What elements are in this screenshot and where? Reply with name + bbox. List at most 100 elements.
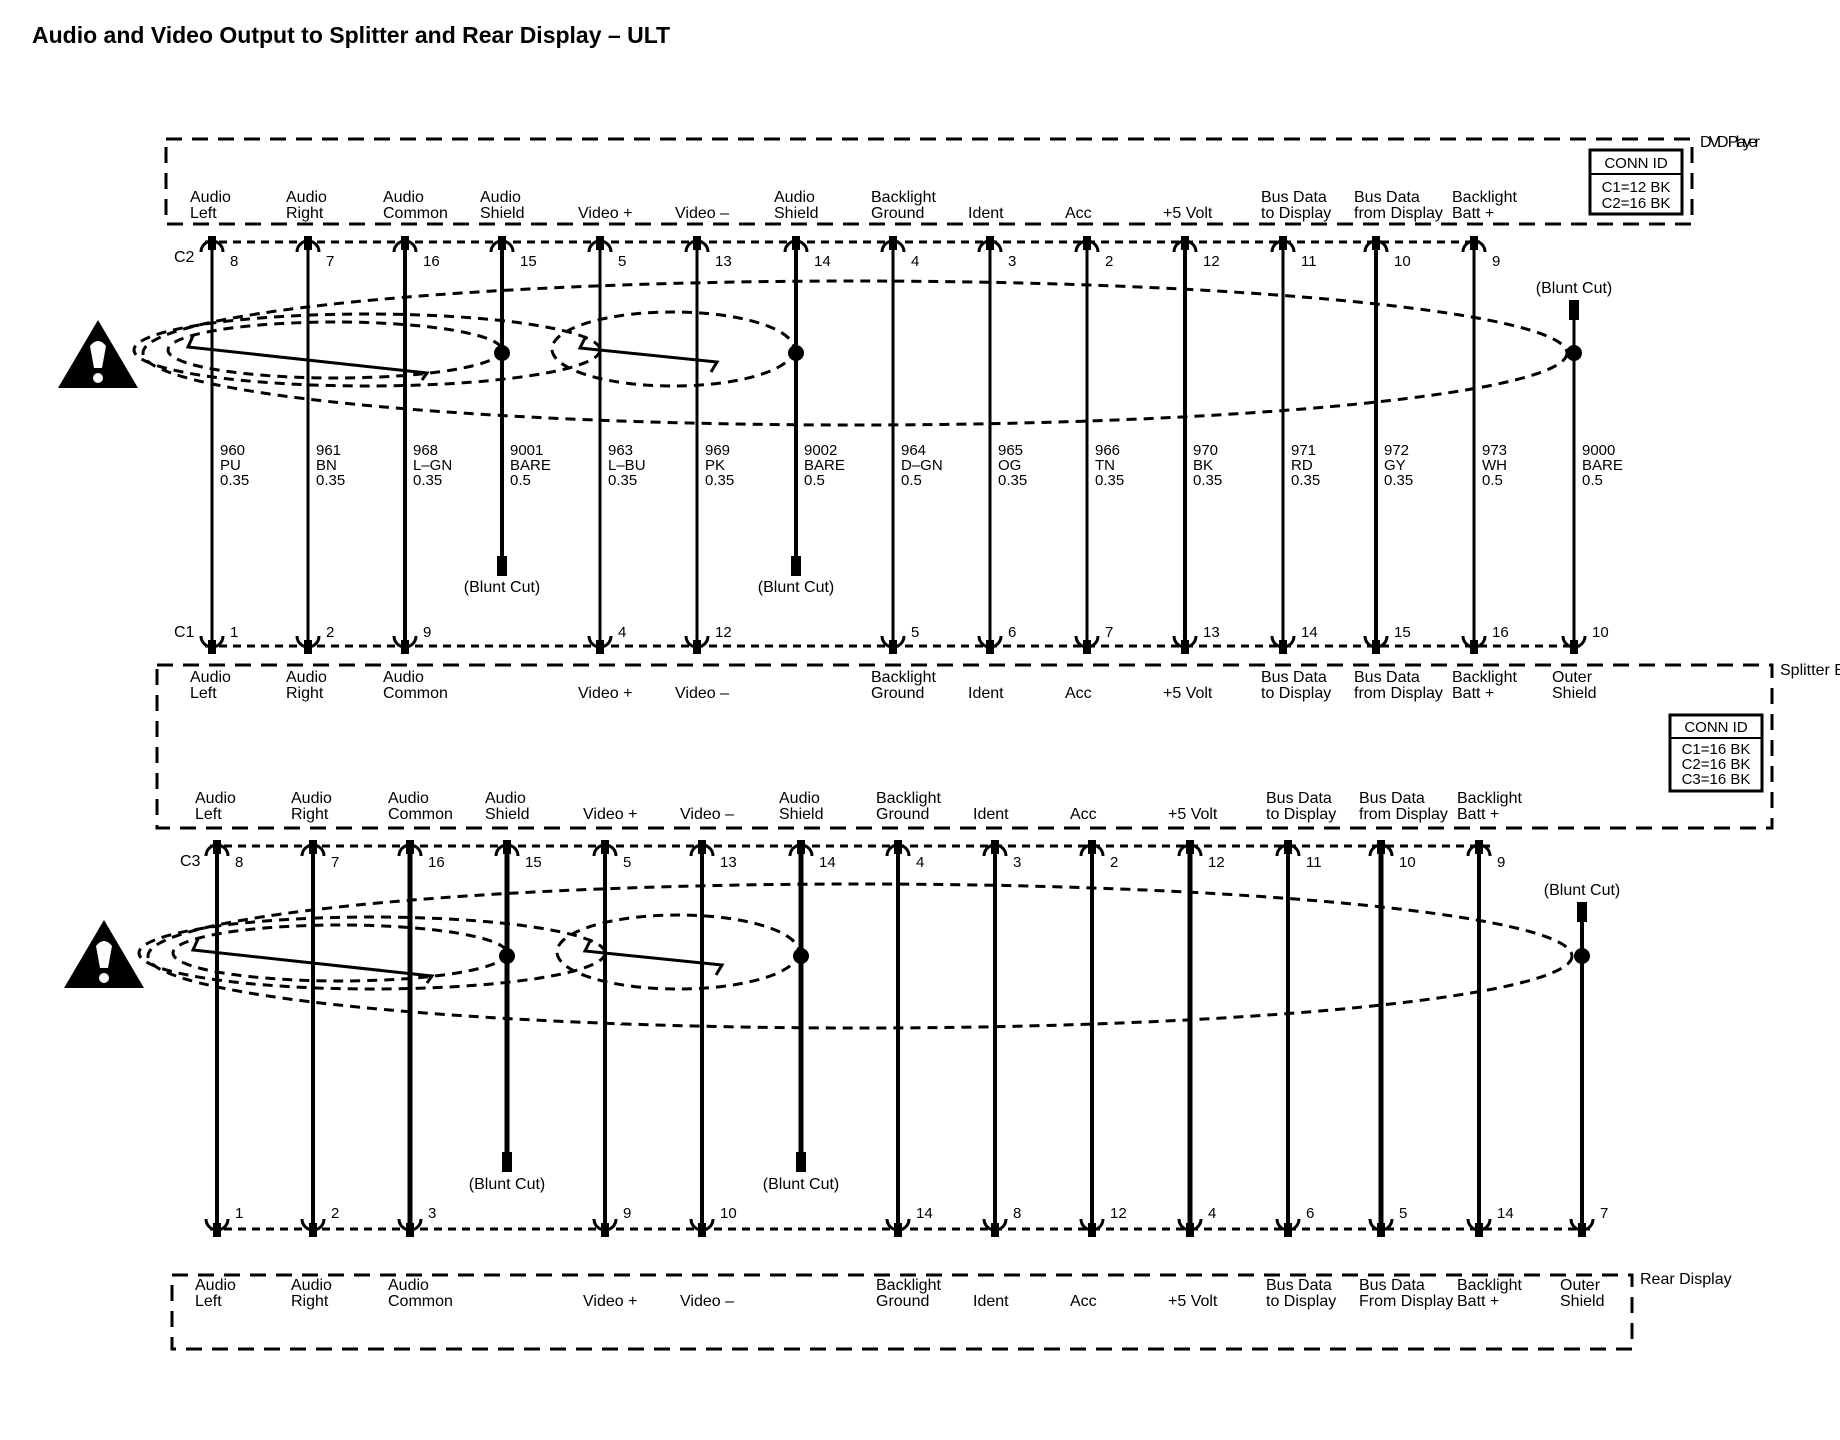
rear-display-pin-label: Acc [1070,1293,1097,1310]
splitter-c3-label: Ground [876,806,929,823]
splitter-c1-label: Backlight [1452,669,1517,686]
rear-display-pin-label: Bus Data [1266,1277,1332,1294]
c3-pin-number: 5 [623,854,631,871]
splitter-conn-id-line: C1=16 BK [1682,741,1751,758]
splitter-c3-label: Ident [973,806,1009,823]
c2-pin-number: 15 [520,253,537,270]
dvd-pin-label: Video – [675,205,729,222]
wire-color: BK [1193,457,1213,474]
c2-pin-number: 10 [1394,253,1411,270]
splice-dot [788,345,804,361]
splitter-c3-label: Shield [779,806,823,823]
rear-display-pin-label: Video – [680,1293,734,1310]
wire-circuit-number: 972 [1384,442,1409,459]
connector-c3-label: C3 [180,853,201,870]
wire-circuit-number: 960 [220,442,245,459]
dvd-pin-label: Audio [774,189,815,206]
c3-terminal-stub [1088,840,1096,854]
c3-terminal-stub [406,840,414,854]
c2-pin-number: 9 [1492,253,1500,270]
blunt-cut-label: (Blunt Cut) [1544,882,1620,899]
wire-size: 0.5 [901,472,922,489]
rear-terminal-stub [406,1223,414,1237]
c2-pin-number: 5 [618,253,626,270]
c1-terminal-stub [889,640,897,654]
splitter-c3-label: Common [388,806,453,823]
c3-pin-number: 12 [1208,854,1225,871]
wire-circuit-number: 973 [1482,442,1507,459]
c3-pin-number: 3 [1013,854,1021,871]
splitter-c3-label: Video – [680,806,734,823]
wire-size: 0.5 [510,472,531,489]
c1-pin-number: 16 [1492,624,1509,641]
rear-terminal-stub [1475,1223,1483,1237]
blunt-cut-stub [796,1152,806,1172]
c1-pin-number: 13 [1203,624,1220,641]
blunt-cut-stub [502,1152,512,1172]
dvd-pin-label: Audio [286,189,327,206]
splitter-box [155,663,1774,830]
rear-pin-number: 8 [1013,1205,1021,1222]
dvd-pin-label: Shield [774,205,818,222]
c3-terminal-stub [1377,840,1385,854]
twisted-pair-mark [577,335,720,373]
splitter-c3-label: from Display [1359,806,1448,823]
rear-display-pin-label: From Display [1359,1293,1453,1310]
rear-display-pin-label: Ident [973,1293,1009,1310]
c1-pin-number: 2 [326,624,334,641]
wire-color: L–GN [413,457,452,474]
c3-terminal-stub [894,840,902,854]
wire-circuit-number: 971 [1291,442,1316,459]
rear-terminal-stub [1186,1223,1194,1237]
blunt-cut-label: (Blunt Cut) [464,579,540,596]
dvd-player-label: DVD Player [1700,134,1761,151]
c1-terminal-stub [1181,640,1189,654]
wire-circuit-number: 9000 [1582,442,1615,459]
rear-display-pin-label: Audio [291,1277,332,1294]
wire-color: RD [1291,457,1313,474]
c3-pin-number: 10 [1399,854,1416,871]
dvd-pin-label: Audio [190,189,231,206]
c2-pin-number: 3 [1008,253,1016,270]
splitter-c3-label: Bus Data [1266,790,1332,807]
splitter-c3-label: to Display [1266,806,1336,823]
c1-terminal-stub [1279,640,1287,654]
c1-terminal-stub [596,640,604,654]
rear-display-pin-label: Ground [876,1293,929,1310]
splitter-c3-label: Audio [485,790,526,807]
c2-terminal-stub [596,236,604,250]
c1-pin-number: 6 [1008,624,1016,641]
dvd-pin-label: Bus Data [1354,189,1420,206]
c1-terminal-stub [1372,640,1380,654]
lower-shield-group [137,882,1574,1030]
c2-terminal-stub [1083,236,1091,250]
c3-terminal-stub [797,840,805,854]
wire-size: 0.35 [705,472,734,489]
twisted-pair-mark [582,938,725,976]
splitter-c1-label: Right [286,685,324,702]
c3-terminal-stub [698,840,706,854]
c2-pin-number: 11 [1301,253,1317,270]
wire-circuit-number: 961 [316,442,341,459]
c1-terminal-stub [304,640,312,654]
c2-terminal-stub [986,236,994,250]
rear-terminal-stub [894,1223,902,1237]
c2-pin-number: 7 [326,253,334,270]
splitter-c1-label: Bus Data [1354,669,1420,686]
warning-icon [58,320,138,388]
rear-pin-number: 14 [916,1205,933,1222]
wire-circuit-number: 970 [1193,442,1218,459]
rear-pin-number: 5 [1399,1205,1407,1222]
splitter-c3-label: Audio [195,790,236,807]
c3-terminal-stub [1475,840,1483,854]
wire-size: 0.35 [1095,472,1124,489]
c3-terminal-stub [503,840,511,854]
connector-c1-label: C1 [174,624,195,641]
rear-pin-number: 1 [235,1205,243,1222]
c3-terminal-stub [213,840,221,854]
splitter-c1-label: Acc [1065,685,1092,702]
splitter-c1-label: Outer [1552,669,1593,686]
c1-pin-number: 14 [1301,624,1318,641]
splitter-c1-label: from Display [1354,685,1443,702]
rear-display-pin-label: Backlight [1457,1277,1522,1294]
